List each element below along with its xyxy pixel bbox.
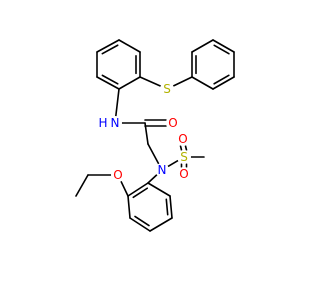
atom-o-carbonyl: O xyxy=(166,116,180,130)
bond-ethyl-cc xyxy=(75,174,89,197)
bond-n-ring-b xyxy=(147,173,158,184)
bond-ring-c-4 xyxy=(212,39,235,53)
bond-ring-c-2 xyxy=(212,76,235,90)
bond-ring-b-2 xyxy=(127,195,131,219)
bond-ring-c-2-inner xyxy=(213,74,230,85)
bond-s-ring-c xyxy=(172,76,193,87)
bond-n-s-sulfonyl xyxy=(167,159,179,168)
atom-n-amide: N xyxy=(108,116,122,130)
bond-ring-a-s xyxy=(139,76,162,87)
bond-ring-b-3-inner xyxy=(134,215,150,227)
atom-o-ether: O xyxy=(111,168,125,182)
atom-s-thioether: S xyxy=(160,82,174,96)
atom-h-amide: H xyxy=(98,116,107,130)
atom-n-sulfonamide: N xyxy=(155,163,169,177)
atom-layer: N H O S S O O N O xyxy=(98,82,191,182)
bond-ring-c-5 xyxy=(191,39,214,53)
bond-ring-b-1 xyxy=(127,182,149,197)
bond-ring-a-3 xyxy=(96,76,120,90)
bond-ring-b-1-inner xyxy=(132,187,149,199)
bond-sulfonyl-o-top xyxy=(184,145,188,151)
bond-carbonyl-ch2 xyxy=(144,122,149,145)
atom-o-sulfonyl-1: O xyxy=(176,132,190,146)
atom-label-o-sulfonyl-1: O xyxy=(178,132,187,146)
bond-ring-a-6 xyxy=(118,39,141,53)
bond-ring-a-1 xyxy=(96,39,120,53)
bond-ring-b-6 xyxy=(147,182,171,197)
atom-label-s-sulfonyl: S xyxy=(180,150,188,164)
atom-label-o-sulfonyl-2: O xyxy=(179,167,188,181)
bond-ring-a-1-inner xyxy=(101,44,119,55)
bond-ring-c-1 xyxy=(191,76,214,90)
bond-ring-b-o-ether xyxy=(120,180,129,197)
atom-s-sulfonyl: S xyxy=(177,150,191,164)
atom-label-o-carbonyl: O xyxy=(168,116,177,130)
molecule-structure: N H O S S O O N O xyxy=(75,39,235,232)
atom-label-o-ether: O xyxy=(113,168,122,182)
bond-sulfonyl-o-top xyxy=(179,145,183,151)
bond-ring-a-n-amide xyxy=(115,88,120,117)
atom-label-n-sulfonamide: N xyxy=(158,163,167,177)
bond-ring-a-3-inner xyxy=(101,74,119,85)
atom-label-s-thioether: S xyxy=(163,82,171,96)
bond-ch2-n-sulfonamide xyxy=(147,143,160,165)
bond-ring-b-4 xyxy=(149,217,173,232)
bond-ring-b-3 xyxy=(129,217,151,232)
bond-ring-c-4-inner xyxy=(213,44,230,55)
atom-o-sulfonyl-2: O xyxy=(177,167,191,181)
atom-label-h-amide: H xyxy=(98,116,107,130)
bond-ring-b-5 xyxy=(169,195,173,219)
atom-label-n-amide: N xyxy=(111,116,120,130)
bond-ring-b-5-inner xyxy=(165,198,169,216)
bond-ring-a-4 xyxy=(118,76,141,90)
bond-layer xyxy=(75,39,235,232)
